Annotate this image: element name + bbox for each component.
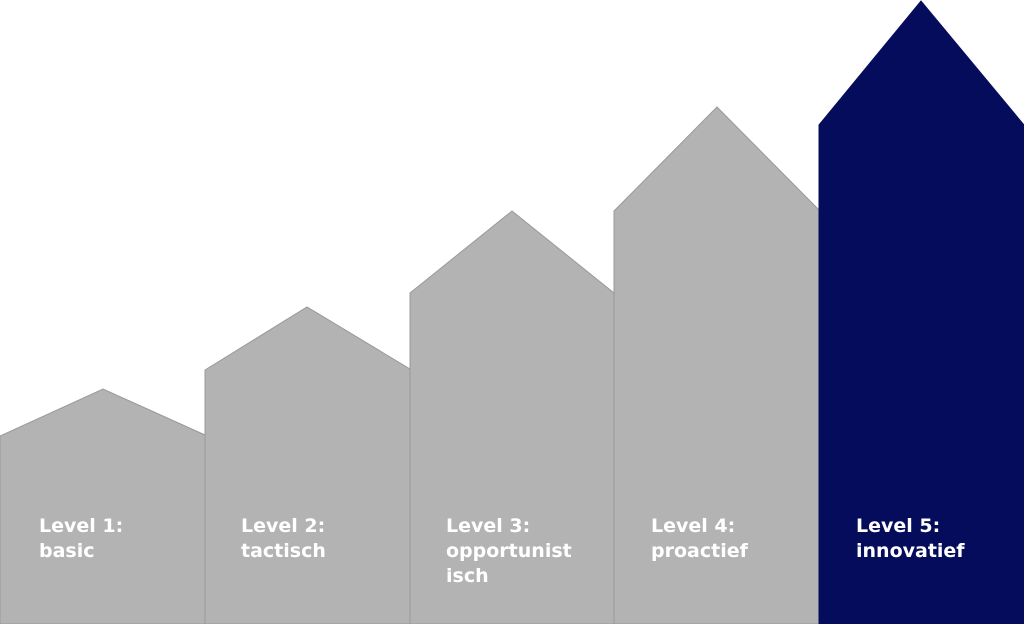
level-1-house [0,388,206,624]
level-4-label: Level 4: proactief [651,515,748,562]
level-5-label: Level 5: innovatief [856,515,965,562]
level-2-house [204,306,411,624]
level-2-label: Level 2: tactisch [241,515,326,562]
level-5-house [818,0,1024,624]
level-3-label: Level 3: opportunist isch [446,515,572,587]
level-1-label: Level 1: basic [39,515,124,562]
